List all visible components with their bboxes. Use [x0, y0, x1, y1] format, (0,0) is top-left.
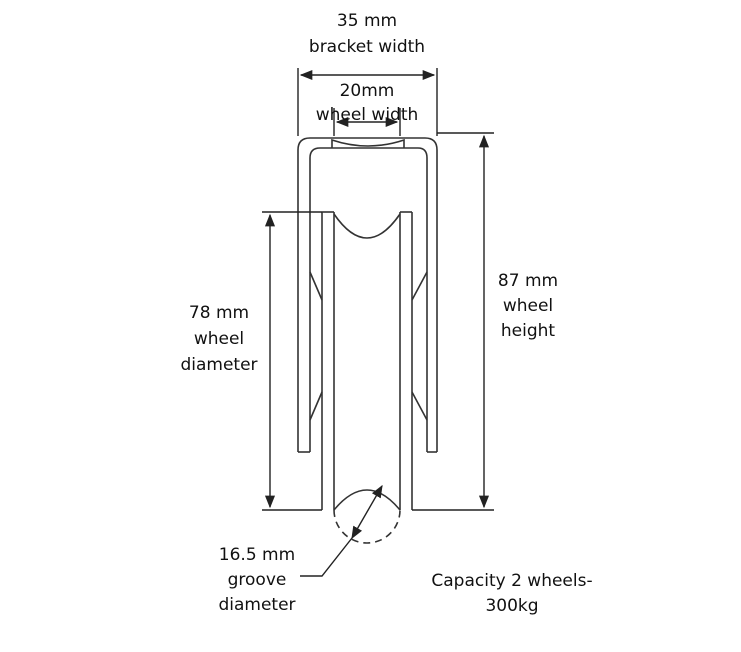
bracket-drawing [297, 137, 438, 453]
wheel-width-caption: wheel width [316, 105, 419, 125]
wheel-width-dimension [333, 108, 401, 136]
capacity-line-1: Capacity 2 wheels- [431, 571, 592, 591]
wheel-height-caption-1: wheel [503, 296, 553, 316]
capacity-line-2: 300kg [485, 596, 538, 616]
wheel-width-value: 20mm [340, 81, 395, 101]
bracket-width-caption: bracket width [309, 37, 425, 57]
wheel-diameter-dimension [262, 211, 322, 511]
wheel-height-caption-2: height [501, 321, 556, 341]
groove-diameter-caption-2: diameter [218, 595, 295, 615]
groove-diameter-dimension [300, 484, 383, 577]
wheel-height-dimension [412, 132, 494, 511]
bracket-width-dimension [297, 68, 438, 136]
bracket-width-value: 35 mm [337, 11, 397, 31]
wheel-height-value: 87 mm [498, 271, 558, 291]
wheel-drawing [309, 211, 428, 511]
wheel-diameter-caption-1: wheel [194, 329, 244, 349]
wheel-diameter-value: 78 mm [189, 303, 249, 323]
groove-diameter-caption-1: groove [228, 570, 287, 590]
groove-diameter-value: 16.5 mm [219, 545, 295, 565]
wheel-diameter-caption-2: diameter [180, 355, 257, 375]
groove-circle [333, 509, 401, 544]
